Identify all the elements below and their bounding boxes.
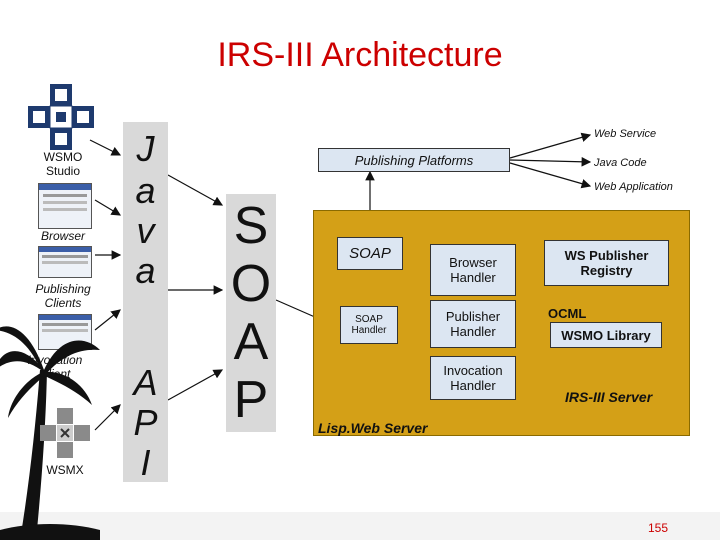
soap-letter-s: S [233,197,269,255]
publishing-clients-thumbnail [38,246,92,278]
page-number: 155 [648,521,669,535]
soap-handler-box: SOAP Handler [340,306,398,344]
platform-web-service: Web Service [594,128,657,140]
browser-thumbnail [38,183,92,229]
api-letter-p: P [133,402,158,443]
publishing-platforms-box: Publishing Platforms [318,148,510,172]
page-title: IRS-III Architecture [217,36,503,74]
wsmx-logo [40,408,90,458]
wsmx-label: WSMX [46,463,84,477]
soap-bar [226,194,276,432]
publisher-handler-box: Publisher Handler [430,300,516,348]
platform-java-code: Java Code [594,157,647,169]
api-letter-a: A [133,362,158,403]
wsmo-studio-label: WSMO Studio [43,150,83,178]
java-letter-v: v [136,210,155,251]
publishing-clients-label: Publishing Clients [35,282,91,310]
palm-tree-icon [0,326,100,540]
wsmo-logo [28,84,94,150]
ocml-label: OCML [548,306,587,321]
bottom-strip [0,512,720,540]
soap-letter-p: P [233,371,269,429]
browser-label: Browser [40,229,85,243]
java-letter-j: J [136,128,155,169]
platform-web-application: Web Application [594,181,673,193]
java-api-bar [123,122,168,482]
java-letter-a: a [135,170,156,211]
invocation-client-label: Invocation Client [27,353,83,381]
api-letter-i: I [140,442,151,483]
ws-publisher-registry-box: WS Publisher Registry [544,240,669,286]
soap-box: SOAP [337,237,403,270]
soap-letter-a: A [233,313,269,371]
invocation-handler-box: Invocation Handler [430,356,516,400]
irs-server-label: IRS-III Server [565,389,653,405]
java-letter-a2: a [135,250,156,291]
soap-letter-o: O [230,255,272,313]
wsmo-library-box: WSMO Library [550,322,662,348]
browser-handler-box: Browser Handler [430,244,516,296]
lisp-web-server-label: Lisp.Web Server [318,420,428,436]
